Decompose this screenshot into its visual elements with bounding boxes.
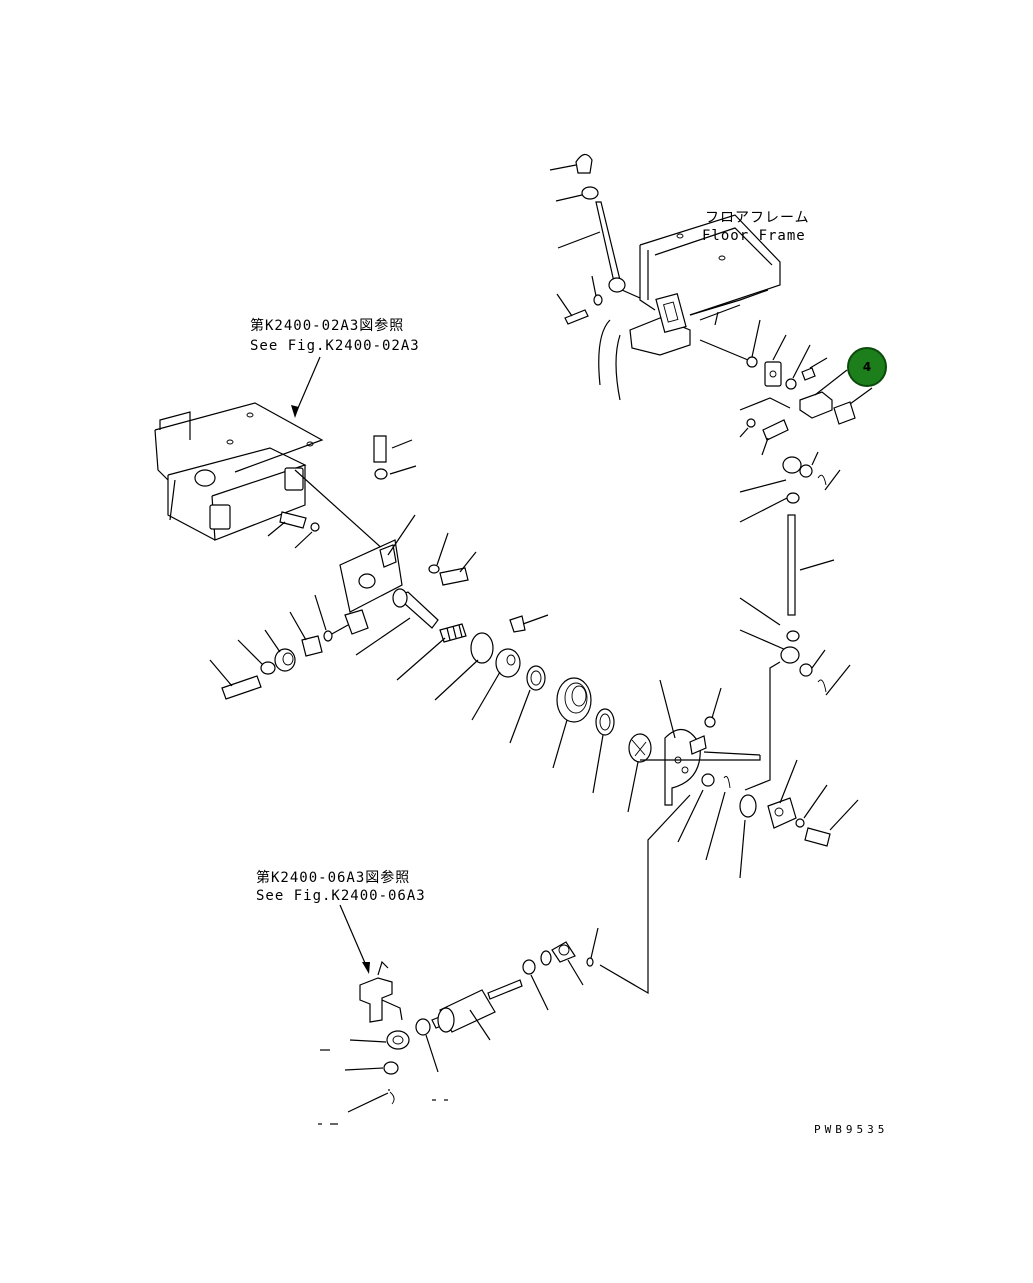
washer-icon: [593, 294, 603, 306]
bolt-icon: [373, 435, 387, 463]
callout-number: 4: [862, 360, 872, 374]
right-upper-parts: [699, 319, 873, 791]
nut-icon: [786, 492, 800, 504]
reference-label-bottom-en: See Fig.K2400-06A3: [256, 888, 426, 904]
bolt-icon: [564, 309, 589, 325]
reference-label-top-jp: 第K2400-02A3図参照: [250, 318, 405, 334]
center-parts: [267, 435, 859, 879]
nut-icon: [581, 186, 599, 200]
lever-knob-icon: [575, 153, 593, 174]
callout-4-badge[interactable]: 4: [847, 347, 887, 387]
floor-frame: [598, 214, 781, 401]
washer-icon: [470, 632, 494, 664]
floor-frame-label-jp: フロアフレーム: [705, 210, 810, 226]
cable-routes: [599, 755, 761, 995]
bolt-icon: [221, 675, 262, 700]
bolt-icon: [804, 827, 831, 847]
reference-label-top-en: See Fig.K2400-02A3: [250, 338, 420, 354]
bolt-icon: [439, 567, 469, 586]
lower-assembly: [318, 904, 599, 1125]
lever-assembly: [549, 153, 641, 325]
bolt-icon: [762, 419, 789, 441]
reference-label-bottom-jp: 第K2400-06A3図参照: [256, 870, 411, 886]
housing-box: [154, 402, 396, 561]
floor-frame-label-en: Floor Frame: [702, 228, 806, 244]
left-stack: [209, 594, 333, 700]
bolt-icon: [279, 511, 307, 529]
spring-icon: [301, 635, 323, 657]
figure-code: PWB9535: [814, 1123, 889, 1136]
arrow-top-ref: [291, 356, 321, 418]
nut-icon: [383, 1061, 399, 1075]
rod-icon: [787, 514, 796, 616]
rod-icon: [595, 201, 621, 283]
bracket-icon: [799, 391, 833, 419]
